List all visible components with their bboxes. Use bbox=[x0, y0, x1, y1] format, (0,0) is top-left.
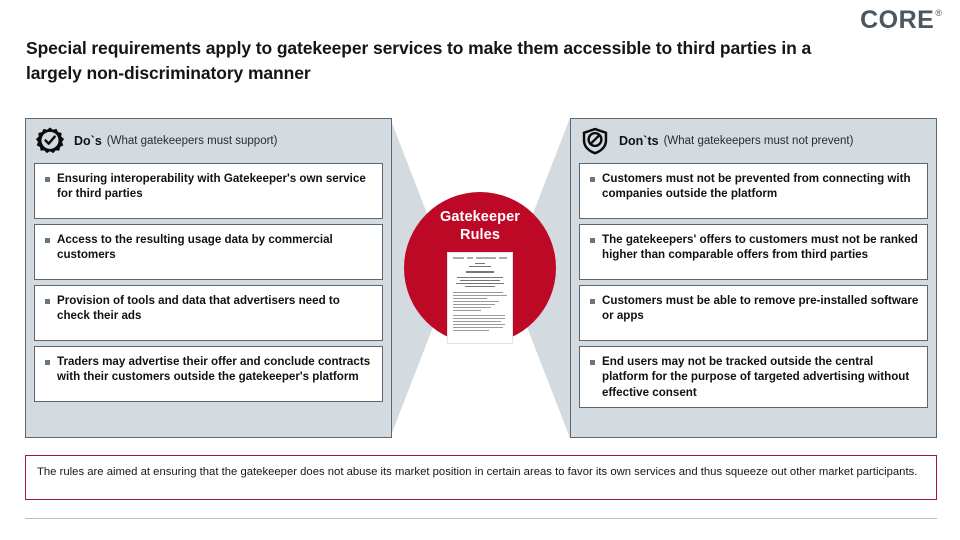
panel-dos-subtitle: (What gatekeepers must support) bbox=[106, 135, 278, 147]
center-label-line1: Gatekeeper bbox=[440, 209, 520, 225]
summary-text: The rules are aimed at ensuring that the… bbox=[37, 466, 918, 478]
list-item[interactable]: Customers must be able to remove pre-ins… bbox=[579, 285, 928, 341]
footer-divider bbox=[25, 518, 937, 519]
summary-callout-box: The rules are aimed at ensuring that the… bbox=[25, 455, 937, 500]
list-item-text: End users may not be tracked outside the… bbox=[602, 355, 910, 399]
list-item[interactable]: Traders may advertise their offer and co… bbox=[34, 346, 383, 402]
panel-dos-title: Do`s bbox=[74, 134, 102, 148]
bullet-icon bbox=[45, 177, 50, 182]
list-item-text: Traders may advertise their offer and co… bbox=[57, 355, 371, 384]
badge-check-icon bbox=[35, 126, 65, 156]
core-logo: CORE ® bbox=[860, 8, 942, 33]
panel-donts-list: Customers must not be prevented from con… bbox=[571, 163, 936, 416]
doc-thumb-header bbox=[453, 257, 507, 260]
shield-prohibited-icon bbox=[580, 126, 610, 156]
list-item[interactable]: Access to the resulting usage data by co… bbox=[34, 224, 383, 280]
bullet-icon bbox=[590, 360, 595, 365]
list-item-text: Customers must not be prevented from con… bbox=[602, 172, 911, 201]
list-item-text: The gatekeepers' offers to customers mus… bbox=[602, 233, 918, 262]
gatekeeper-rules-circle: Gatekeeper Rules bbox=[404, 192, 556, 344]
bullet-icon bbox=[45, 360, 50, 365]
center-label-line2: Rules bbox=[460, 226, 500, 243]
registered-trademark-icon: ® bbox=[935, 8, 942, 18]
list-item[interactable]: End users may not be tracked outside the… bbox=[579, 346, 928, 408]
panel-dos-list: Ensuring interoperability with Gatekeepe… bbox=[26, 163, 391, 410]
list-item-text: Access to the resulting usage data by co… bbox=[57, 233, 333, 262]
panel-dos: Do`s (What gatekeepers must support) Ens… bbox=[25, 118, 392, 438]
panel-donts-title: Don`ts bbox=[619, 134, 659, 148]
bullet-icon bbox=[45, 238, 50, 243]
bullet-icon bbox=[45, 299, 50, 304]
brand-name: CORE bbox=[860, 6, 935, 34]
bullet-icon bbox=[590, 299, 595, 304]
panel-donts: Don`ts (What gatekeepers must not preven… bbox=[570, 118, 937, 438]
panel-donts-header: Don`ts (What gatekeepers must not preven… bbox=[571, 119, 936, 163]
list-item[interactable]: Customers must not be prevented from con… bbox=[579, 163, 928, 219]
list-item-text: Customers must be able to remove pre-ins… bbox=[602, 294, 919, 323]
list-item[interactable]: The gatekeepers' offers to customers mus… bbox=[579, 224, 928, 280]
regulation-document-thumbnail bbox=[447, 252, 513, 344]
list-item[interactable]: Ensuring interoperability with Gatekeepe… bbox=[34, 163, 383, 219]
center-label: Gatekeeper Rules bbox=[440, 209, 520, 244]
panel-dos-header: Do`s (What gatekeepers must support) bbox=[26, 119, 391, 163]
panel-donts-subtitle: (What gatekeepers must not prevent) bbox=[663, 135, 854, 147]
list-item[interactable]: Provision of tools and data that adverti… bbox=[34, 285, 383, 341]
page-title: Special requirements apply to gatekeeper… bbox=[26, 38, 812, 83]
bullet-icon bbox=[590, 238, 595, 243]
list-item-text: Provision of tools and data that adverti… bbox=[57, 294, 340, 323]
bullet-icon bbox=[590, 177, 595, 182]
list-item-text: Ensuring interoperability with Gatekeepe… bbox=[57, 172, 366, 201]
